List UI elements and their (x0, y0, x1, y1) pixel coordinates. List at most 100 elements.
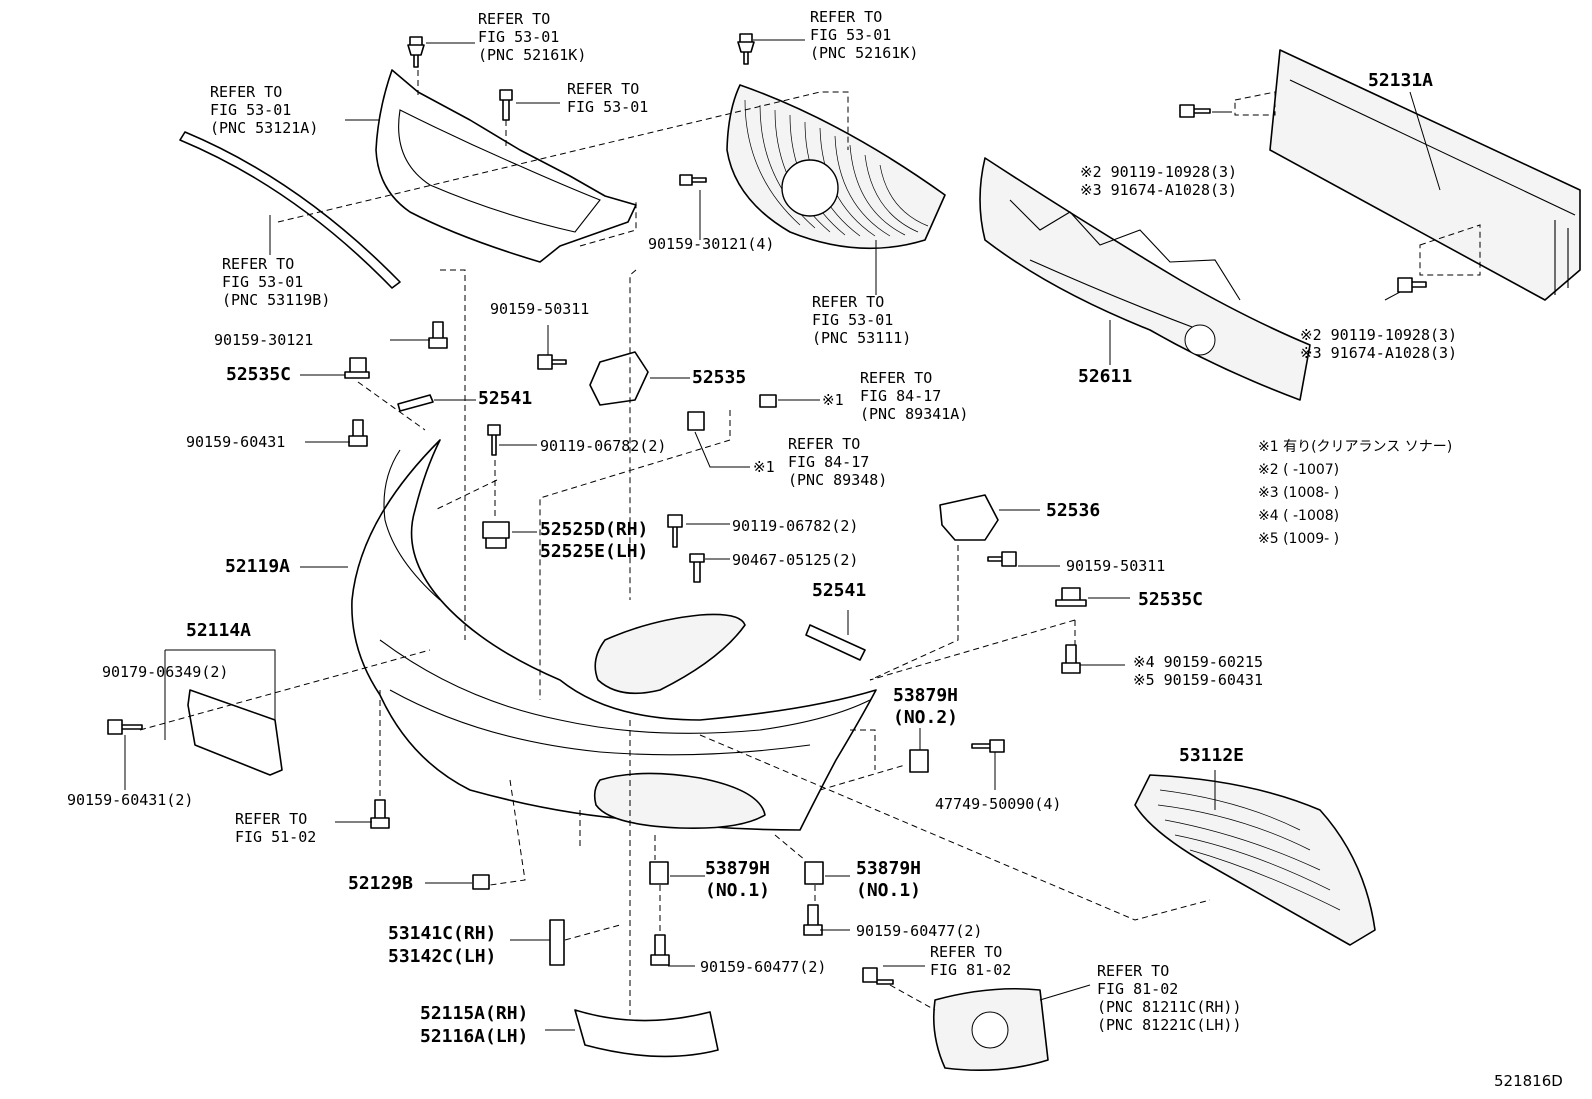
retainer-52535c-left-icon (344, 357, 370, 379)
label-90159-60431-2: 90159-60431(2) (67, 791, 194, 809)
screw-90159-60431-icon (348, 419, 368, 447)
diagram-id-code: 521816D (1494, 1072, 1563, 1090)
label-90179-06349: 90179-06349(2) (102, 663, 229, 681)
molding-strip-part (179, 131, 401, 289)
screw-90119-06782-b-icon (667, 514, 683, 548)
label-90159-60431: 90159-60431 (186, 433, 286, 451)
screw-90159-60477-a-icon (650, 934, 670, 966)
lower-grille-53112e-part (1134, 774, 1376, 946)
label-53879h-no1-a: 53879H(NO.1) (705, 858, 771, 901)
fog-lamp-part (932, 987, 1049, 1071)
label-53879h-no1-b: 53879H(NO.1) (856, 858, 922, 901)
screw-90159-50311-b-icon (987, 551, 1017, 567)
upper-grille-part (726, 84, 946, 250)
leader-lines (124, 39, 1441, 1031)
label-90159-60215: ※4 90159-60215※5 90159-60431 (1133, 653, 1263, 689)
label-90119-10928-bottom: ※2 90119-10928(3)※3 91674-A1028(3) (1300, 326, 1458, 362)
label-90159-30121: 90159-30121 (214, 331, 314, 349)
screw-top-left-icon (499, 89, 513, 121)
label-52131a: 52131A (1368, 70, 1434, 91)
screw-90119-06782-a-icon (487, 424, 501, 456)
clip-53879h-no2-icon (909, 749, 929, 773)
label-52535c-left: 52535C (226, 364, 292, 385)
note-1: ※1 有り(クリアランス ソナー) (1258, 439, 1453, 455)
screw-foglamp-icon (862, 967, 894, 985)
notes-legend: ※1 有り(クリアランス ソナー) ※2 ( -1007) ※3 (1008- … (1258, 436, 1452, 551)
label-52525: 52525D(RH)52525E(LH) (540, 519, 649, 562)
absorber-52611-part (979, 157, 1311, 401)
bracket-53141c-icon (549, 919, 565, 966)
retainer-52535c-right-icon (1055, 587, 1087, 607)
label-90119-06782-b: 90119-06782(2) (732, 517, 859, 535)
dashed-guide-lines (139, 70, 1481, 1015)
label-90119-10928-top: ※2 90119-10928(3)※3 91674-A1028(3) (1080, 163, 1238, 199)
bolt-90119-10928-top-icon (1179, 104, 1211, 118)
clip-53879h-a-icon (649, 861, 669, 885)
label-53879h-no2: 53879H(NO.2) (893, 685, 959, 728)
note-4: ※4 ( -1008) (1258, 508, 1340, 524)
clip-52161k-right-icon (737, 33, 755, 65)
label-53141c: 53141C(RH)53142C(LH) (388, 923, 497, 967)
sensor-89348-icon (687, 411, 705, 431)
sensor-89341a-icon (759, 394, 777, 408)
screw-90159-60431-2-icon (107, 719, 143, 735)
label-90159-50311-b: 90159-50311 (1066, 557, 1166, 575)
label-52115a: 52115A(RH)52116A(LH) (420, 1003, 529, 1047)
bracket-52535-icon (589, 351, 649, 406)
screw-90159-50311-a-icon (537, 354, 567, 370)
label-52536: 52536 (1046, 500, 1101, 521)
screw-90159-30121-4-icon (679, 174, 707, 186)
label-52129b: 52129B (348, 873, 414, 894)
label-52535c-right: 52535C (1138, 589, 1204, 610)
bolt-90119-10928-bottom-icon (1397, 277, 1427, 293)
label-90159-50311-a: 90159-50311 (490, 300, 590, 318)
license-bracket-52114a-part (187, 689, 283, 776)
screw-license-icon (370, 799, 390, 829)
label-52541-left: 52541 (478, 388, 533, 409)
clip-53879h-b-icon (804, 861, 824, 885)
screw-47749-50090-icon (971, 739, 1005, 753)
label-52119a: 52119A (225, 556, 291, 577)
label-52535: 52535 (692, 367, 747, 388)
label-90159-60477-a: 90159-60477(2) (700, 958, 827, 976)
label-90467-05125: 90467-05125(2) (732, 551, 859, 569)
clip-52161k-left-icon (407, 36, 425, 68)
label-mark-sensor-b: ※1 (753, 458, 775, 476)
label-mark-sensor-a: ※1 (822, 391, 844, 409)
label-90119-06782-a: 90119-06782(2) (540, 437, 667, 455)
label-52611: 52611 (1078, 366, 1133, 387)
note-2: ※2 ( -1007) (1258, 462, 1340, 478)
screw-90159-30121-icon (428, 321, 448, 349)
label-53112e: 53112E (1179, 745, 1245, 766)
label-90159-60477-b: 90159-60477(2) (856, 922, 983, 940)
retainer-52115a-part (574, 1009, 719, 1058)
strip-52541-left-icon (397, 394, 434, 412)
cap-52129b-icon (472, 874, 490, 890)
label-90159-30121-4: 90159-30121(4) (648, 235, 775, 253)
grille-frame-part (375, 69, 637, 263)
label-52541-right: 52541 (812, 580, 867, 601)
label-52114a: 52114A (186, 620, 252, 641)
note-3: ※3 (1008- ) (1258, 485, 1340, 501)
screw-90159-60477-b-icon (803, 904, 823, 936)
reinforcement-52131a-part (1269, 49, 1581, 301)
nut-52525-icon (482, 521, 510, 549)
strip-52541-right-icon (805, 624, 866, 661)
bracket-52536-icon (939, 494, 999, 541)
note-5: ※5 (1009- ) (1258, 531, 1340, 547)
label-47749-50090: 47749-50090(4) (935, 795, 1062, 813)
bumper-cover-52119a-part (351, 439, 877, 831)
